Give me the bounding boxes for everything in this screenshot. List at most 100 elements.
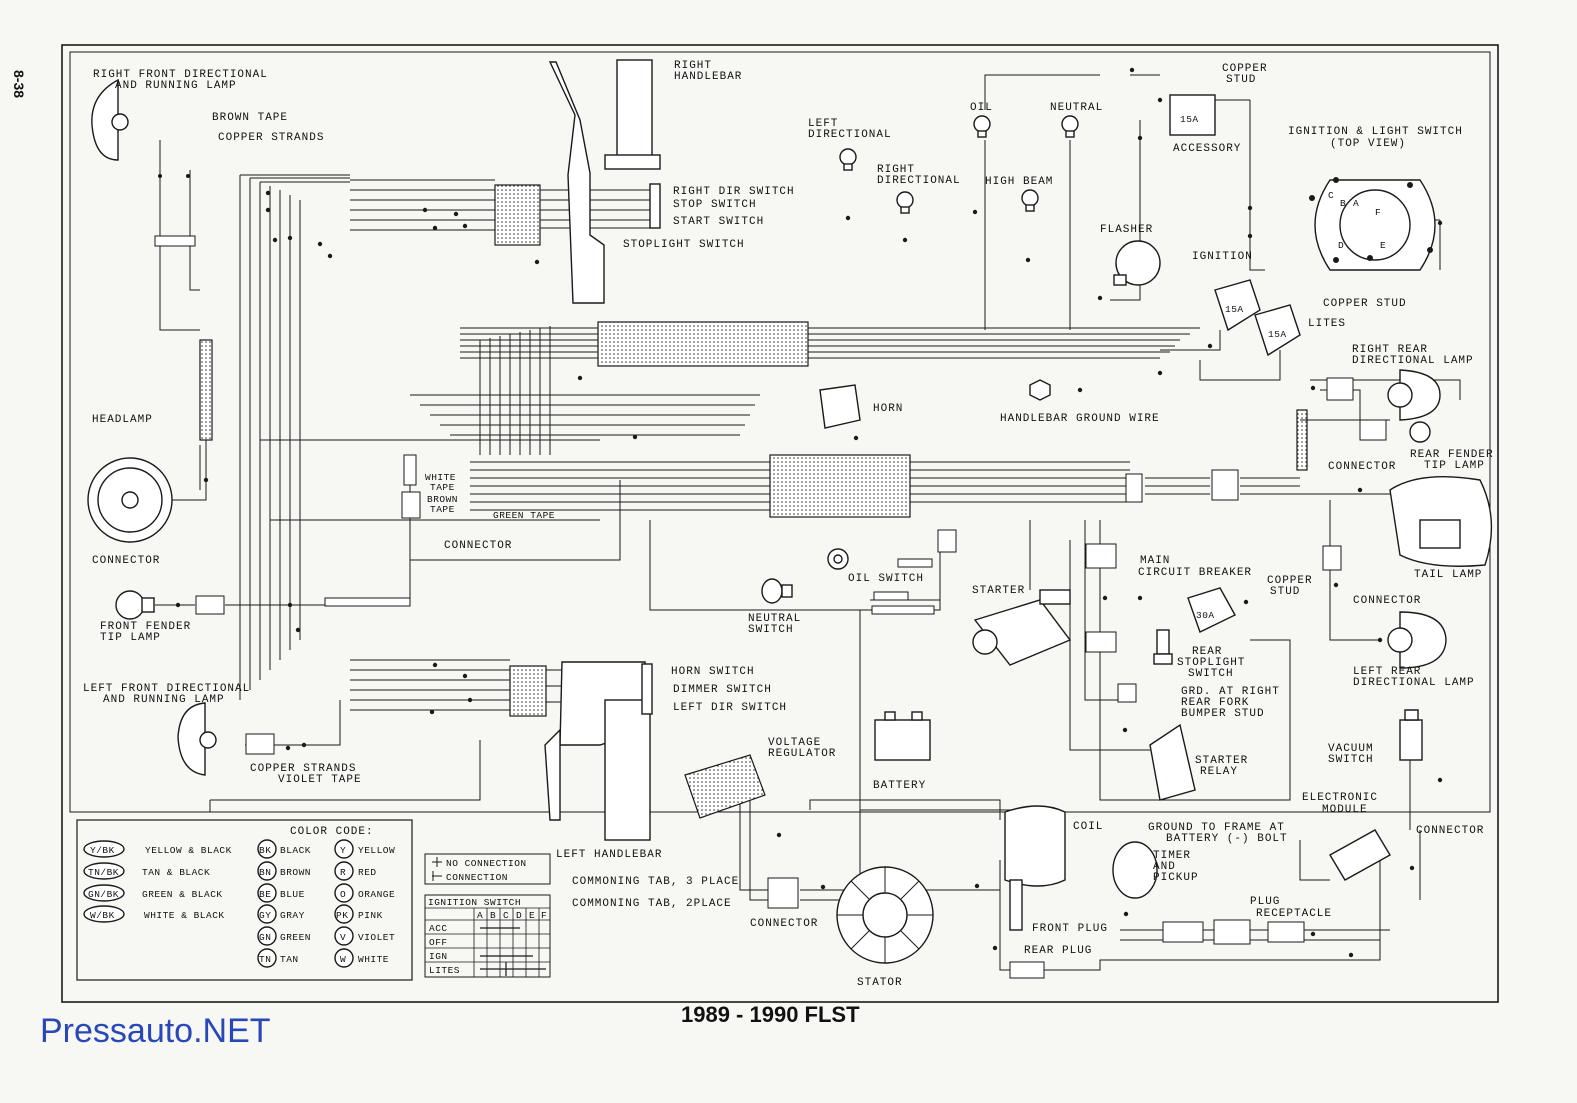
- terminal-c: C: [1328, 190, 1334, 201]
- flasher: [1113, 240, 1161, 286]
- left-front-directional-lamp: [177, 702, 217, 776]
- label-rear-fender-tip-lamp-2: TIP LAMP: [1424, 460, 1485, 472]
- oil-switch: [827, 548, 849, 570]
- row-acc: ACC: [429, 923, 448, 934]
- label-front-fender-tip-lamp: FRONT FENDER: [100, 621, 191, 633]
- label-right-front-directional: RIGHT FRONT DIRECTIONAL: [93, 69, 268, 81]
- label-right-rear-directional-2: DIRECTIONAL LAMP: [1352, 355, 1474, 367]
- neutral-switch: [761, 578, 793, 604]
- code-y-bk: Y/BK: [90, 845, 115, 856]
- col-e: E: [529, 910, 535, 921]
- label-battery: BATTERY: [873, 780, 926, 792]
- color-code-legend: COLOR CODE: Y/BK YELLOW & BLACK TN/BK TA…: [76, 819, 413, 981]
- label-electronic-module: ELECTRONIC: [1302, 792, 1378, 804]
- label-rear-stoplight-switch: REAR: [1192, 646, 1222, 658]
- label-rear-fender-tip-lamp: REAR FENDER: [1410, 449, 1494, 461]
- label-right-directional-2: DIRECTIONAL: [877, 175, 961, 187]
- label-commoning-tab-2: COMMONING TAB, 2PLACE: [572, 898, 732, 910]
- label-horn-switch: HORN SWITCH: [671, 666, 755, 678]
- row-ign: IGN: [429, 951, 448, 962]
- label-horn: HORN: [873, 403, 903, 415]
- code-w-bk: W/BK: [90, 910, 115, 921]
- label-left-dir-switch: LEFT DIR SWITCH: [673, 702, 787, 714]
- col-f: F: [541, 910, 547, 921]
- label-voltage-regulator: VOLTAGE: [768, 737, 821, 749]
- terminal-d: D: [1338, 240, 1344, 251]
- page-number: 8-38: [11, 70, 27, 98]
- right-handlebar: [548, 59, 661, 304]
- label-stoplight-switch: STOPLIGHT SWITCH: [623, 239, 745, 251]
- label-front-fender-tip-lamp-2: TIP LAMP: [100, 632, 161, 644]
- left-directional-indicator: [839, 148, 857, 171]
- name-white: WHITE: [358, 954, 389, 965]
- label-and: AND: [1153, 861, 1176, 873]
- label-ignition-light-switch: IGNITION & LIGHT SWITCH: [1288, 126, 1463, 138]
- label-white-tape-2: TAPE: [430, 482, 455, 493]
- label-vacuum-switch-2: SWITCH: [1328, 754, 1374, 766]
- label-connector-stator: CONNECTOR: [750, 918, 818, 930]
- label-right-rear-directional: RIGHT REAR: [1352, 344, 1428, 356]
- code-tn-bk: TN/BK: [88, 867, 119, 878]
- name-orange: ORANGE: [358, 889, 395, 900]
- code-o: O: [340, 889, 346, 900]
- svg-text:15A: 15A: [1180, 114, 1199, 125]
- wire-bundle-main: [199, 184, 1308, 717]
- inner-frame: [69, 51, 1491, 813]
- label-connector-module: CONNECTOR: [1416, 825, 1484, 837]
- label-connector-mid: CONNECTOR: [444, 540, 512, 552]
- label-starter-relay-2: RELAY: [1200, 766, 1238, 778]
- code-gy: GY: [259, 910, 271, 921]
- label-brown-tape-mid-2: TAPE: [430, 504, 455, 515]
- diagram-title: 1989 - 1990 FLST: [681, 1002, 860, 1027]
- label-grd-at-right-3: BUMPER STUD: [1181, 708, 1265, 720]
- label-violet-tape: VIOLET TAPE: [278, 774, 362, 786]
- electronic-module: [1329, 829, 1391, 881]
- label-neutral: NEUTRAL: [1050, 102, 1103, 114]
- front-fender-tip-lamp: [115, 590, 155, 620]
- legend-connection: CONNECTION: [446, 872, 508, 883]
- label-ignition-light-switch-2: (TOP VIEW): [1330, 138, 1406, 150]
- name-tan: TAN: [280, 954, 299, 965]
- color-code-title: COLOR CODE:: [290, 826, 374, 838]
- label-right-handlebar-2: HANDLEBAR: [674, 71, 742, 83]
- label-right-handlebar: RIGHT: [674, 60, 712, 72]
- name-yellow: YELLOW: [358, 845, 395, 856]
- wire-markers: [158, 67, 1443, 958]
- code-gn: GN: [259, 932, 271, 943]
- label-left-front-directional: LEFT FRONT DIRECTIONAL: [83, 683, 250, 695]
- label-rear-stoplight-switch-3: SWITCH: [1188, 668, 1234, 680]
- label-vacuum-switch: VACUUM: [1328, 743, 1374, 755]
- label-left-front-directional-2: AND RUNNING LAMP: [103, 694, 225, 706]
- right-front-directional-lamp: [91, 78, 129, 161]
- svg-text:30A: 30A: [1196, 610, 1215, 621]
- label-copper-strands-top: COPPER STRANDS: [218, 132, 324, 144]
- label-receptacle: RECEPTACLE: [1256, 908, 1332, 920]
- col-b: B: [490, 910, 496, 921]
- label-lites: LITES: [1308, 318, 1346, 330]
- accessory-breaker: 15A: [1169, 94, 1216, 136]
- label-copper-stud-mid: COPPER STUD: [1323, 298, 1407, 310]
- label-brown-tape: BROWN TAPE: [212, 112, 288, 124]
- label-plug: PLUG: [1250, 896, 1280, 908]
- col-a: A: [477, 910, 483, 921]
- battery: [874, 711, 931, 761]
- name-green-black: GREEN & BLACK: [142, 889, 223, 900]
- vacuum-switch: [1399, 709, 1423, 761]
- terminal-e: E: [1380, 240, 1386, 251]
- label-neutral-switch-2: SWITCH: [748, 624, 794, 636]
- label-main-circuit-breaker: MAIN: [1140, 555, 1170, 567]
- label-right-directional: RIGHT: [877, 164, 915, 176]
- right-directional-indicator: [896, 191, 914, 214]
- name-red: RED: [358, 867, 377, 878]
- label-electronic-module-2: MODULE: [1322, 804, 1368, 816]
- col-c: C: [503, 910, 509, 921]
- name-brown: BROWN: [280, 867, 311, 878]
- stator: [836, 866, 934, 964]
- label-stop-switch: STOP SWITCH: [673, 199, 757, 211]
- code-tn: TN: [259, 954, 271, 965]
- label-grd-at-right: GRD. AT RIGHT: [1181, 686, 1280, 698]
- left-handlebar: [544, 661, 653, 841]
- ignition-switch-table: IGNITION SWITCH A B C D E F ACC OFF IGN …: [424, 894, 551, 978]
- legend-no-connection: NO CONNECTION: [446, 858, 527, 869]
- rear-fender-tip-lamp: [1409, 421, 1431, 443]
